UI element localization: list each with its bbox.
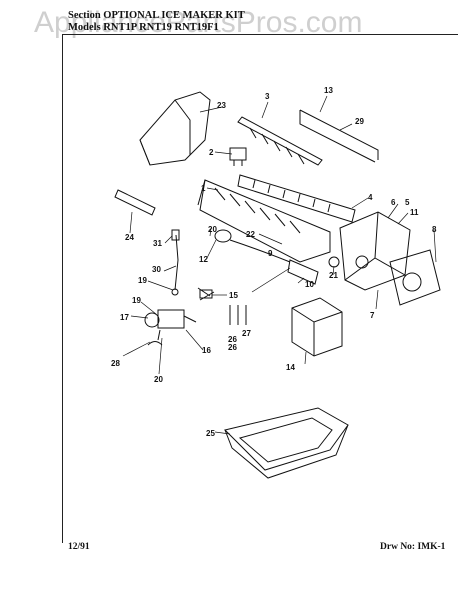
part-16-valve	[144, 309, 197, 341]
callout-6: 6	[391, 198, 396, 207]
callout-7: 7	[370, 311, 375, 320]
part-29-arm	[299, 109, 379, 163]
part-11-housing	[339, 211, 411, 291]
part-25-ice-bin	[224, 407, 349, 479]
part-14-box	[291, 297, 343, 357]
callout-12: 12	[199, 255, 208, 264]
part-4-mold	[237, 174, 356, 223]
callout-20-lower: 20	[154, 375, 163, 384]
callout-29: 29	[355, 117, 364, 126]
part-2-switch	[229, 147, 247, 166]
callout-28: 28	[111, 359, 120, 368]
callout-23: 23	[217, 101, 226, 110]
part-24-heater	[114, 189, 156, 216]
callout-20-upper: 20	[208, 225, 217, 234]
callout-3: 3	[265, 92, 270, 101]
callout-14: 14	[286, 363, 295, 372]
footer-date: 12/91	[68, 542, 90, 552]
callout-11: 11	[410, 208, 419, 217]
section-title: OPTIONAL ICE MAKER KIT	[103, 10, 245, 21]
callout-19-lower: 19	[132, 296, 141, 305]
part-9-bracket	[287, 259, 319, 285]
part-1-tray	[197, 179, 331, 263]
part-15-fitting	[197, 287, 215, 301]
callout-31: 31	[153, 239, 162, 248]
part-23-cover	[139, 91, 211, 166]
callout-26-upper: 26	[228, 335, 237, 344]
callout-17: 17	[120, 313, 129, 322]
callout-5: 5	[405, 198, 410, 207]
callout-13: 13	[324, 86, 333, 95]
part-3-ejector	[237, 116, 323, 166]
callout-10: 10	[305, 280, 314, 289]
part-12-cord	[214, 229, 291, 263]
callout-4: 4	[368, 193, 373, 202]
callout-30: 30	[152, 265, 161, 274]
drawing-number: IMK-1	[417, 542, 446, 552]
part-21-thermostat	[328, 256, 340, 268]
callout-22: 22	[246, 230, 255, 239]
footer-drawing-number: Drw No: IMK-1	[380, 542, 445, 552]
part-28-clamp	[147, 341, 163, 346]
callout-24: 24	[125, 233, 134, 242]
callout-27: 27	[242, 329, 251, 338]
callout-15: 15	[229, 291, 238, 300]
callout-19-upper: 19	[138, 276, 147, 285]
models-label: Models	[68, 22, 101, 33]
part-motor	[389, 249, 441, 306]
callout-16: 16	[202, 346, 211, 355]
callout-8: 8	[432, 225, 437, 234]
callout-25: 25	[206, 429, 215, 438]
callout-1: 1	[201, 184, 206, 193]
diagram-frame	[62, 34, 458, 543]
callout-26-lower: 26	[228, 343, 237, 352]
callout-9: 9	[268, 249, 273, 258]
part-30-fill-tube	[171, 229, 180, 296]
section-label: Section	[68, 10, 101, 21]
models-value: RNT1P RNT19 RNT19F1	[103, 22, 219, 33]
drawing-label: Drw No:	[380, 542, 416, 552]
callout-21: 21	[329, 271, 338, 280]
watermark: AppliancePartsPros.com	[34, 6, 363, 39]
callout-2: 2	[209, 148, 214, 157]
section-header: Section OPTIONAL ICE MAKER KIT	[68, 10, 245, 21]
models-header: Models RNT1P RNT19 RNT19F1	[68, 22, 219, 33]
part-26-screws	[229, 305, 247, 325]
